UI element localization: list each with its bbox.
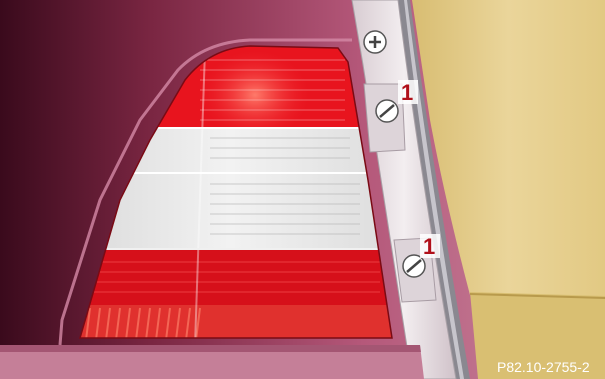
body-lower-shade	[0, 345, 421, 352]
lamp-bulb-glow	[200, 50, 310, 140]
lamp-screw-upper-icon	[376, 100, 398, 122]
lamp-lower-red-section	[60, 249, 400, 309]
lamp-screw-lower-icon	[403, 255, 425, 277]
trim-screw-icon	[364, 31, 386, 53]
figure-reference-code: P82.10-2755-2	[497, 359, 590, 375]
callout-upper-label: 1	[401, 80, 413, 105]
callout-lower-label: 1	[423, 234, 435, 259]
